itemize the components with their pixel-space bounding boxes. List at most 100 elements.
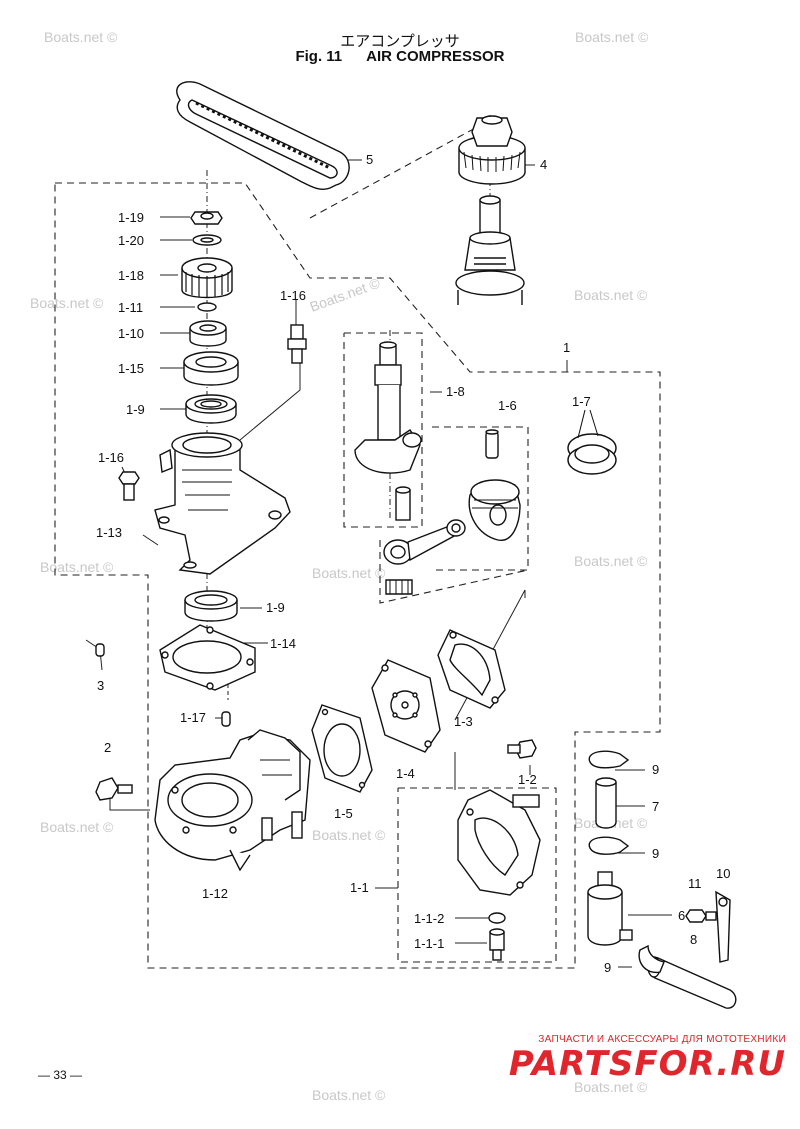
hose-clip-9-middle: [588, 836, 630, 855]
callout-10: 10: [716, 866, 730, 881]
watermark: Boats.net ©: [40, 819, 114, 835]
watermark: Boats.net ©: [574, 287, 648, 303]
store-tagline: ЗАПЧАСТИ И АКСЕССУАРЫ ДЛЯ МОТОТЕХНИКИ: [538, 1034, 786, 1045]
callout-1-1-1: 1-1-1: [414, 936, 444, 951]
connecting-rod: [383, 519, 466, 595]
watermark: Boats.net ©: [574, 1079, 648, 1095]
callout-labels: 5 4 1-19 1-20 1-18 1-11 1-10 1-15 1-9 1-…: [96, 152, 730, 975]
callout-1-1-2: 1-1-2: [414, 911, 444, 926]
callout-4: 4: [540, 157, 547, 172]
timing-belt: [176, 81, 350, 190]
nipple-1-1-1: [489, 928, 505, 961]
callout-11: 11: [688, 876, 702, 891]
callout-9: 9: [604, 960, 611, 975]
belt-guide-line: [309, 119, 491, 219]
bearing-1-9-upper: [185, 394, 237, 424]
callout-1-9: 1-9: [126, 402, 145, 417]
piston-rings-1-7: [567, 433, 617, 475]
key-1-11: [197, 302, 217, 312]
callout-1-14: 1-14: [270, 636, 296, 651]
bolt-1-2: [507, 739, 537, 759]
figure-title: Fig. 11 AIR COMPRESSOR: [0, 48, 800, 65]
callout-1-4: 1-4: [396, 766, 415, 781]
gear-1-18: [181, 257, 233, 299]
callout-9: 9: [652, 846, 659, 861]
callout-1-6: 1-6: [498, 398, 517, 413]
hose-7: [595, 777, 617, 829]
watermark: Boats.net ©: [312, 827, 386, 843]
figure-number: Fig. 11: [295, 48, 343, 65]
washer-1-1-2: [488, 912, 506, 924]
gasket-1-5: [311, 704, 373, 793]
assembly-boundaries: [54, 119, 661, 969]
gasket-1-14: [159, 624, 256, 691]
filter-6: [587, 871, 633, 946]
store-logo: PARTSFOR.RU: [508, 1044, 786, 1084]
store-logo-block: ЗАПЧАСТИ И АКСЕССУАРЫ ДЛЯ МОТОТЕХНИКИ PA…: [466, 1034, 786, 1083]
bolt-2: [95, 777, 133, 801]
callout-1-1: 1-1: [350, 880, 369, 895]
page-number: — 33 —: [38, 1068, 83, 1082]
watermark: Boats.net ©: [575, 29, 649, 45]
callout-9: 9: [652, 762, 659, 777]
oil-seal-1-15: [183, 351, 239, 386]
callout-3: 3: [97, 678, 104, 693]
piston: [468, 479, 521, 541]
bracket-10: [715, 890, 731, 963]
assembly-1-8-box: [343, 332, 423, 528]
fitting-1-16-upper: [287, 324, 307, 364]
watermark: Boats.net ©: [44, 29, 118, 45]
bolt-1-16-lower: [118, 471, 140, 501]
watermark: Boats.net ©: [40, 559, 114, 575]
figure-title-text: AIR COMPRESSOR: [366, 48, 505, 65]
watermarks: Boats.net © Boats.net © Boats.net © Boat…: [30, 29, 649, 1103]
watermark: Boats.net ©: [30, 295, 104, 311]
dowel-1-17: [221, 711, 231, 727]
assembly-1-6-lower: [379, 540, 529, 604]
piston-pin-1-6: [485, 429, 499, 459]
hose-clip-9-upper: [588, 750, 630, 769]
callout-1-13: 1-13: [96, 525, 122, 540]
assembly-1-6-box: [432, 426, 529, 571]
callout-1-16: 1-16: [280, 288, 306, 303]
callout-1-12: 1-12: [202, 886, 228, 901]
callout-6: 6: [678, 908, 685, 923]
callout-1-9: 1-9: [266, 600, 285, 615]
callout-1-18: 1-18: [118, 268, 144, 283]
callout-1-16: 1-16: [98, 450, 124, 465]
callout-1-8: 1-8: [446, 384, 465, 399]
watermark: Boats.net ©: [308, 274, 383, 314]
callout-arrows: [577, 409, 599, 439]
title-japanese: エアコンプレッサ: [340, 32, 460, 50]
watermark: Boats.net ©: [312, 565, 386, 581]
hose-clip-9-lower: [638, 944, 665, 974]
callout-1-19: 1-19: [118, 210, 144, 225]
watermark: Boats.net ©: [312, 1087, 386, 1103]
cylinder-1-12: [154, 729, 311, 872]
assembly-1-boundary: [54, 182, 661, 969]
pin-3: [95, 643, 105, 657]
callout-2: 2: [104, 740, 111, 755]
callout-1-2: 1-2: [518, 772, 537, 787]
callout-1-15: 1-15: [118, 361, 144, 376]
engine-crankshaft: [455, 195, 525, 305]
callout-1-3: 1-3: [454, 714, 473, 729]
bolt-11: [685, 909, 717, 923]
collar-1-10: [189, 320, 227, 347]
callout-1-10: 1-10: [118, 326, 144, 341]
parts: [95, 81, 737, 1009]
callout-1-11: 1-11: [118, 300, 143, 315]
callout-1-5: 1-5: [334, 806, 353, 821]
callout-7: 7: [652, 799, 659, 814]
callout-1-7: 1-7: [572, 394, 591, 409]
compressor-bracket-1-13: [154, 432, 291, 575]
nut-1-19: [190, 211, 223, 225]
callout-5: 5: [366, 152, 373, 167]
drive-pulley: [458, 115, 526, 185]
cylinder-head-1-1: [457, 789, 541, 896]
callout-1-20: 1-20: [118, 233, 144, 248]
crankshaft-1-8: [354, 341, 422, 521]
callout-8: 8: [690, 932, 697, 947]
reed-valve-1-4: [371, 659, 441, 753]
